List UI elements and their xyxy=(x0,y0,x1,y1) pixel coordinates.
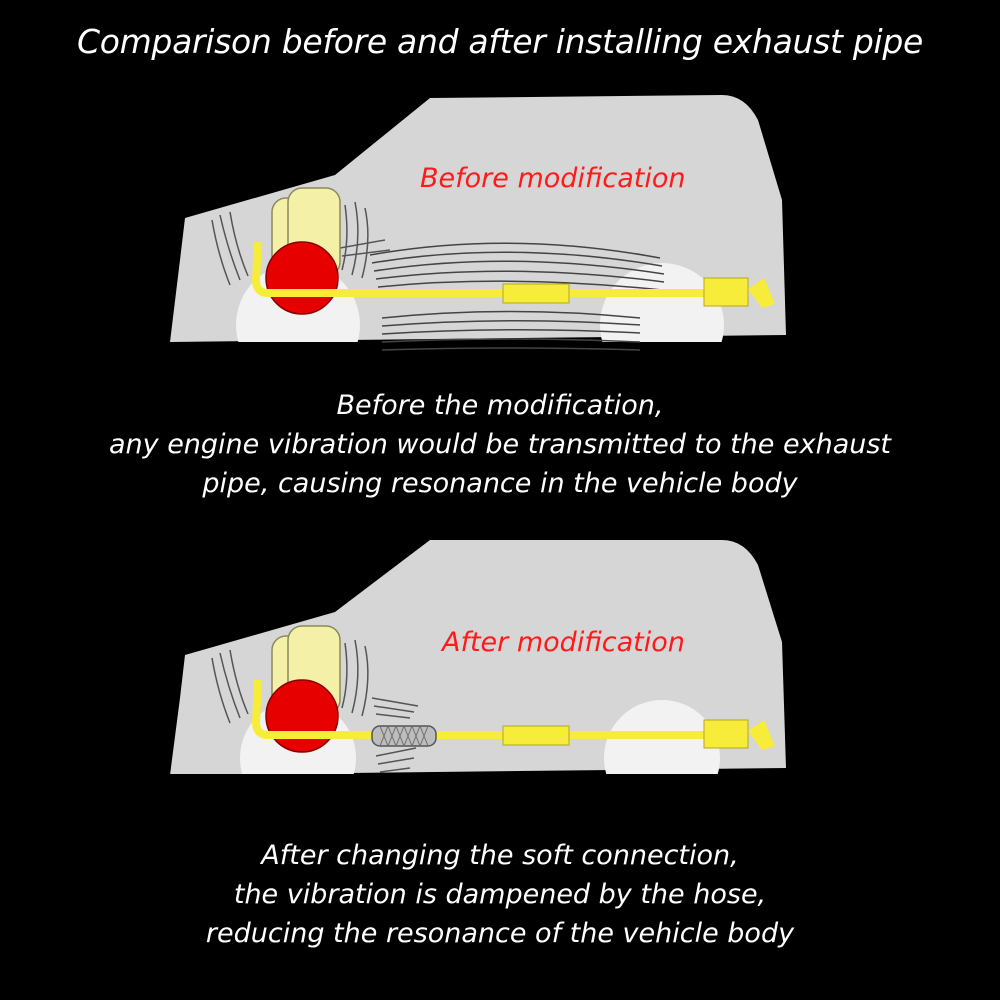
caption-line: Before the modification, xyxy=(336,390,664,421)
caption-line: any engine vibration would be transmitte… xyxy=(108,429,892,460)
before-caption: Before the modification, any engine vibr… xyxy=(0,386,1000,503)
caption-line: the vibration is dampened by the hose, xyxy=(233,879,767,910)
rear-muffler xyxy=(703,719,749,749)
tailpipe xyxy=(748,278,775,308)
caption-line: pipe, causing resonance in the vehicle b… xyxy=(202,468,798,499)
caption-line: reducing the resonance of the vehicle bo… xyxy=(205,918,795,949)
after-car-illustration xyxy=(160,540,820,810)
body-resonance-lines xyxy=(369,242,665,351)
caption-line: After changing the soft connection, xyxy=(261,840,739,871)
engine-vibration-lines xyxy=(211,639,369,724)
exhaust-system xyxy=(251,679,775,750)
rear-muffler xyxy=(703,277,749,307)
exhaust-pipe xyxy=(251,241,708,297)
before-car-illustration xyxy=(160,95,820,380)
after-label: After modification xyxy=(442,627,685,658)
before-label: Before modification xyxy=(420,163,686,194)
page-title: Comparison before and after installing e… xyxy=(76,22,924,61)
after-diagram: After modification xyxy=(0,530,1000,810)
center-muffler xyxy=(502,283,570,304)
center-muffler xyxy=(502,725,570,746)
before-diagram: Before modification xyxy=(0,80,1000,380)
engine-flywheel xyxy=(265,679,339,753)
flexible-hose xyxy=(371,725,437,747)
exhaust-pipe xyxy=(251,679,708,739)
exhaust-system xyxy=(251,241,775,308)
engine-flywheel xyxy=(265,241,339,315)
after-caption: After changing the soft connection, the … xyxy=(0,836,1000,953)
hose-vibration-lines xyxy=(371,697,419,773)
engine-vibration-lines xyxy=(211,201,391,286)
tailpipe xyxy=(748,720,775,750)
